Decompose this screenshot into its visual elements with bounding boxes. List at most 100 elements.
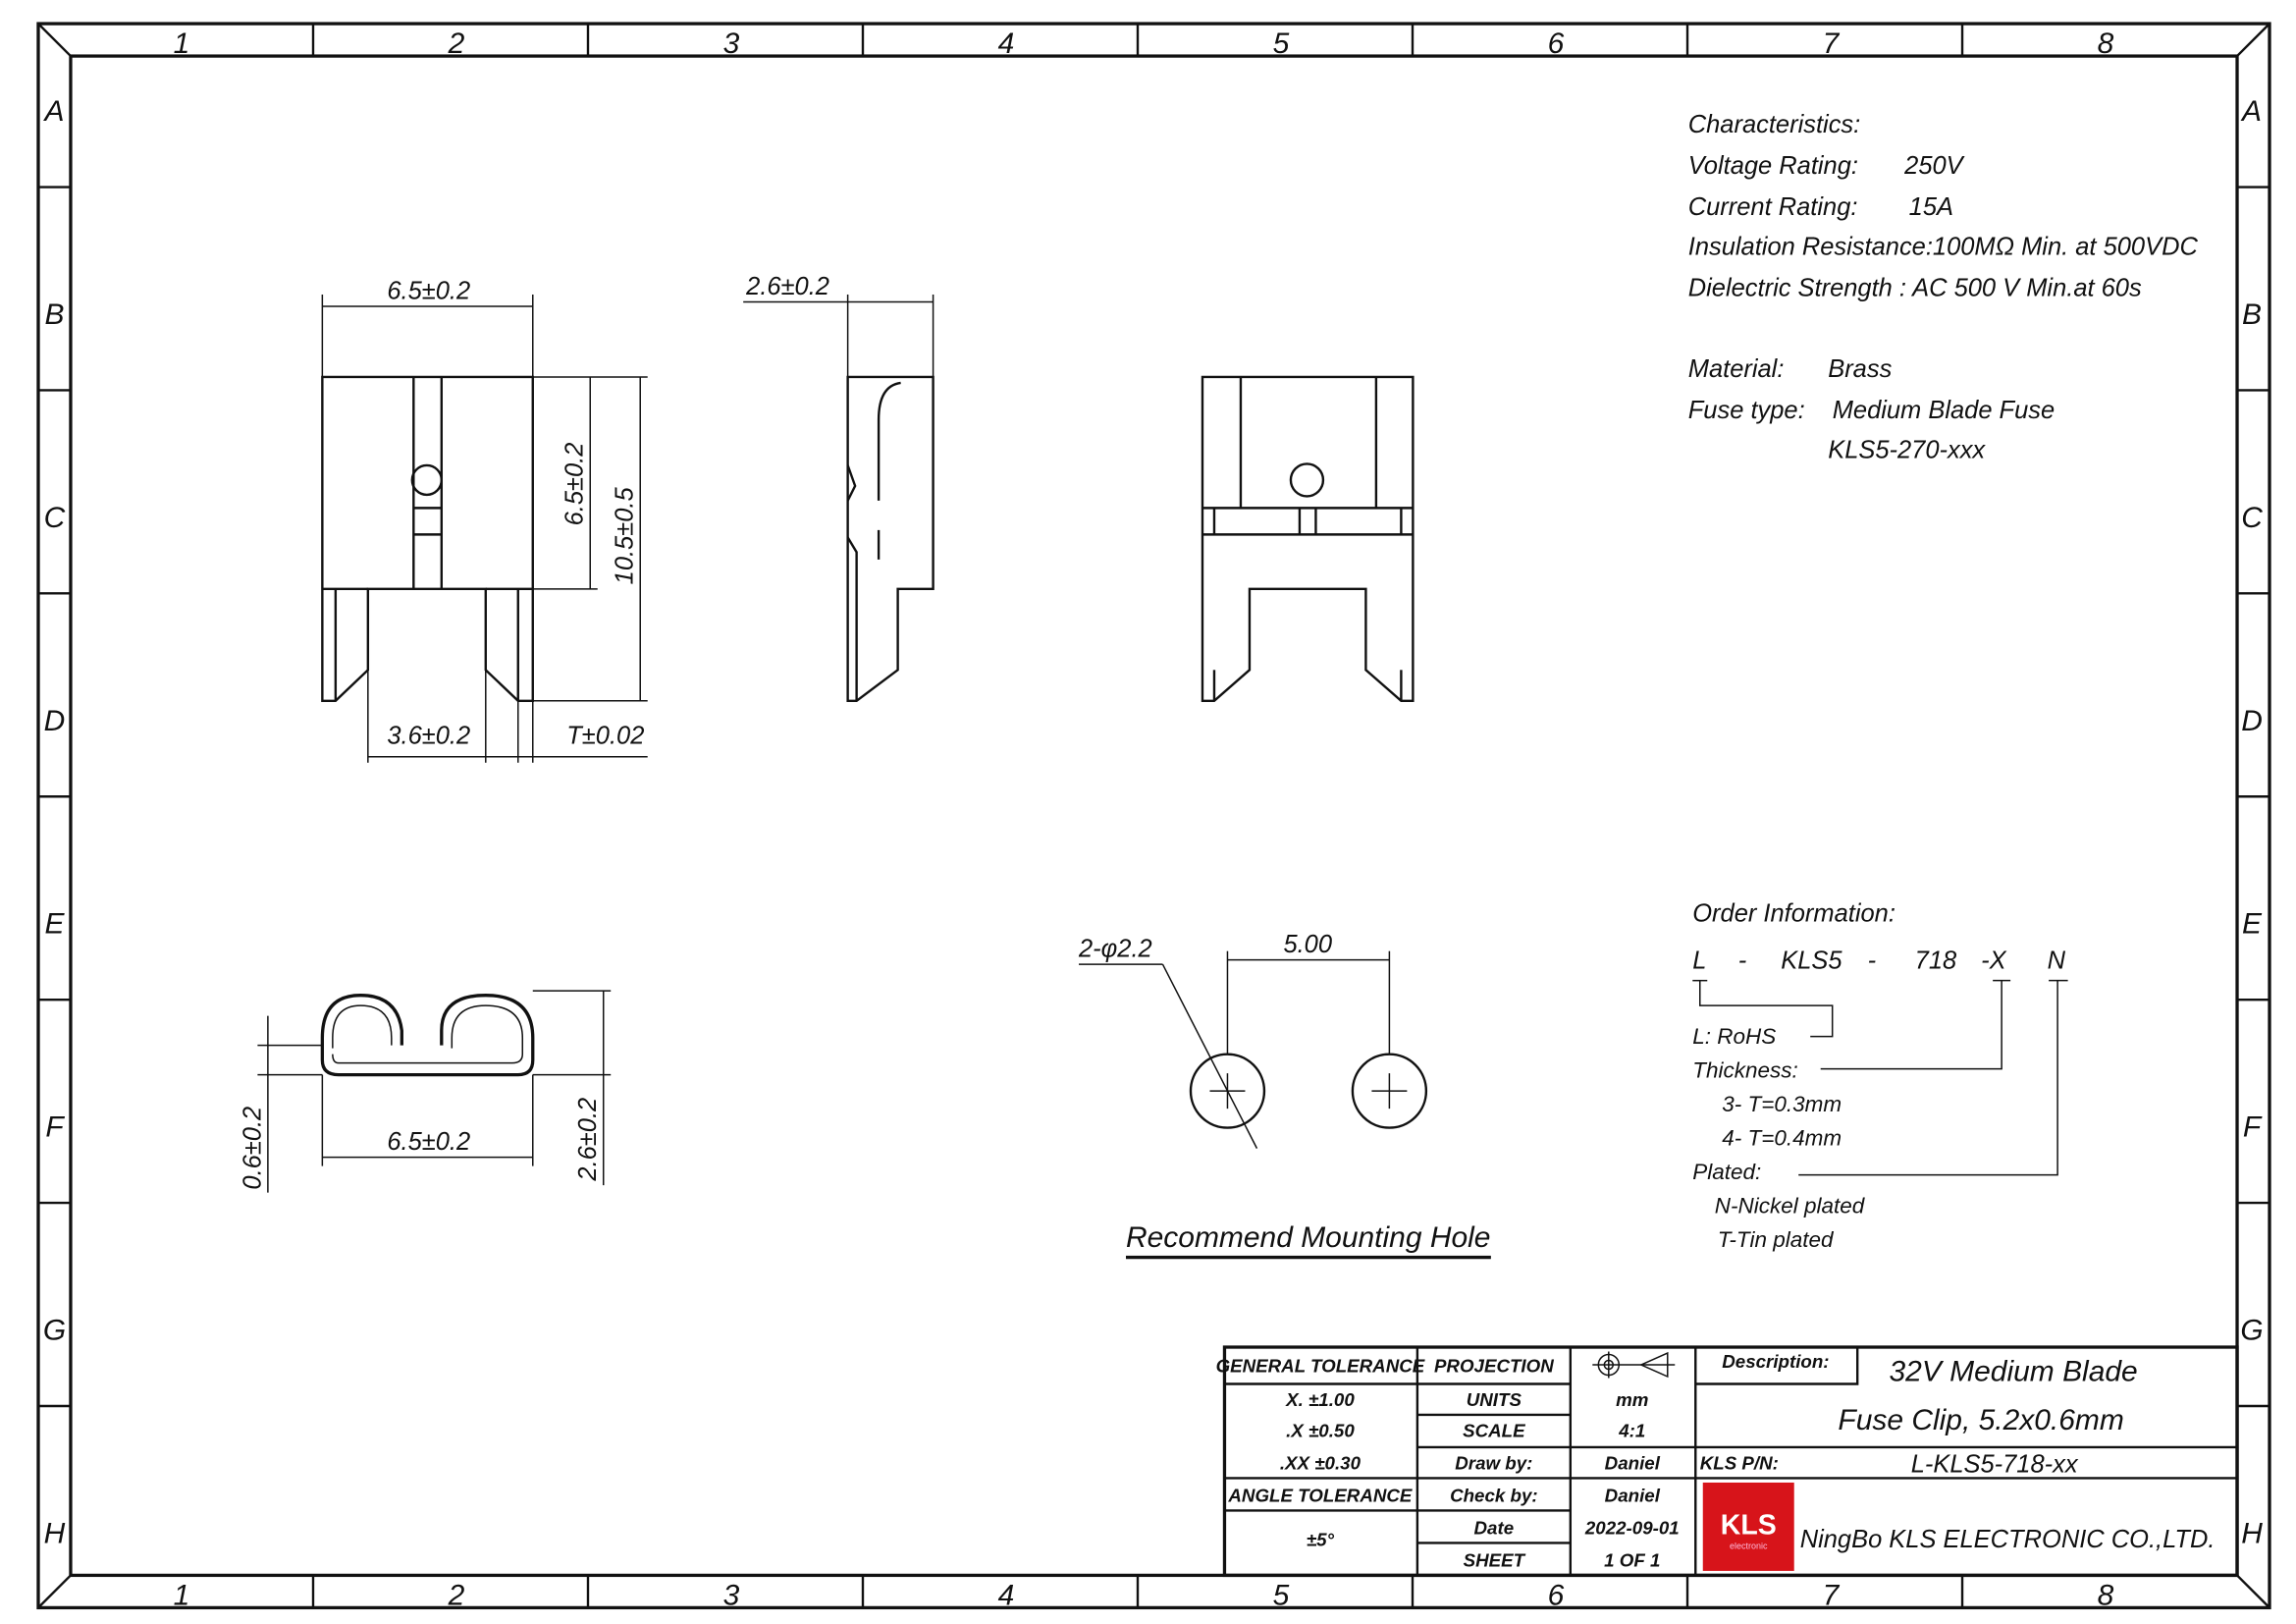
- pn-label: KLS P/N:: [1700, 1452, 1779, 1473]
- column-label: 4: [998, 27, 1015, 60]
- characteristics: Characteristics: Voltage Rating: 250V Cu…: [1688, 111, 2199, 463]
- description-line-2: Fuse Clip, 5.2x0.6mm: [1838, 1404, 2123, 1436]
- row-label: F: [45, 1111, 65, 1144]
- column-label: 1: [174, 1579, 190, 1611]
- column-label: 3: [723, 27, 740, 60]
- date-value: 2022-09-01: [1584, 1517, 1680, 1538]
- code-part: 718: [1915, 947, 1957, 975]
- column-label: 6: [1548, 1579, 1565, 1611]
- code-part: -: [1738, 947, 1746, 975]
- draw-by-label: Draw by:: [1455, 1452, 1532, 1473]
- code-part: N: [2048, 947, 2066, 975]
- column-label: 5: [1273, 27, 1290, 60]
- insulation-resistance: Insulation Resistance:100MΩ Min. at 500V…: [1688, 233, 2199, 260]
- row-label: D: [2241, 705, 2263, 737]
- characteristics-heading: Characteristics:: [1688, 111, 1861, 138]
- back-view: [1201, 375, 1415, 702]
- dim-hole-spacing: 5.00: [1283, 931, 1332, 958]
- row-label: C: [44, 502, 66, 534]
- date-label: Date: [1474, 1517, 1515, 1538]
- dim-side-width: 2.6±0.2: [745, 273, 829, 300]
- fuse-type-label: Fuse type:: [1688, 397, 1805, 424]
- scale-value: 4:1: [1618, 1420, 1645, 1440]
- row-label: D: [44, 705, 66, 737]
- column-label: 2: [448, 1579, 465, 1611]
- code-part: L: [1692, 947, 1706, 975]
- dim-front-width: 6.5±0.2: [387, 277, 470, 304]
- dielectric-strength: Dielectric Strength : AC 500 V Min.at 60…: [1688, 274, 2142, 301]
- kls-logo: KLS electronic: [1702, 1482, 1794, 1571]
- code-part: -: [1868, 947, 1876, 975]
- dim-thickness: T±0.02: [566, 722, 644, 749]
- row-label: B: [2242, 298, 2262, 331]
- side-view: 2.6±0.2: [743, 273, 934, 702]
- title-block: GENERAL TOLERANCE X. ±1.00 .X ±0.50 .XX …: [1216, 1345, 2239, 1578]
- dim-hole-diameter: 2-φ2.2: [1078, 936, 1152, 963]
- dim-leg-spacing: 3.6±0.2: [387, 722, 470, 749]
- description-line-1: 32V Medium Blade: [1890, 1356, 2138, 1388]
- angle-tolerance-value: ±5°: [1307, 1529, 1335, 1549]
- row-label: A: [42, 95, 64, 128]
- general-tolerance-label: GENERAL TOLERANCE: [1216, 1356, 1425, 1377]
- row-label: C: [2241, 502, 2263, 534]
- tolerance-x2: .XX ±0.30: [1280, 1452, 1362, 1473]
- code-part: -X: [1981, 947, 2006, 975]
- order-info-heading: Order Information:: [1692, 900, 1896, 928]
- thickness-option: 4- T=0.4mm: [1722, 1126, 1842, 1151]
- projection-symbol-icon: [1592, 1351, 1676, 1379]
- units-value: mm: [1616, 1389, 1648, 1410]
- front-view: 6.5±0.2 6.5±0.2 10.5±0.5 3.6±0.2 T±0.02: [321, 277, 648, 763]
- rohs-label: L: RoHS: [1692, 1024, 1776, 1049]
- tolerance-x: X. ±1.00: [1285, 1389, 1355, 1410]
- column-label: 7: [1823, 27, 1841, 60]
- column-label: 4: [998, 1579, 1015, 1611]
- code-part: KLS5: [1781, 947, 1842, 975]
- column-label: 5: [1273, 1579, 1290, 1611]
- sheet-label: SHEET: [1464, 1549, 1526, 1570]
- row-label: A: [2240, 95, 2262, 128]
- description-label: Description:: [1722, 1351, 1829, 1372]
- plated-option: T-Tin plated: [1718, 1227, 1835, 1252]
- row-label: B: [44, 298, 64, 331]
- column-label: 8: [2098, 1579, 2114, 1611]
- sheet-value: 1 OF 1: [1604, 1549, 1660, 1570]
- logo-text: KLS: [1721, 1509, 1777, 1541]
- drawing-frame: [36, 22, 2271, 1610]
- material-value: Brass: [1828, 355, 1892, 383]
- column-label: 7: [1823, 1579, 1841, 1611]
- current-value: 15A: [1909, 193, 1953, 221]
- units-label: UNITS: [1467, 1389, 1522, 1410]
- plated-option: N-Nickel plated: [1715, 1194, 1866, 1218]
- column-label: 1: [174, 27, 190, 60]
- section-view: 6.5±0.2 0.6±0.2 2.6±0.2: [239, 990, 612, 1193]
- voltage-value: 250V: [1903, 152, 1964, 180]
- tolerance-x1: .X ±0.50: [1286, 1420, 1355, 1440]
- mounting-hole-title: Recommend Mounting Hole: [1126, 1221, 1490, 1254]
- angle-tolerance-label: ANGLE TOLERANCE: [1227, 1485, 1413, 1505]
- company-name: NingBo KLS ELECTRONIC CO.,LTD.: [1800, 1526, 2216, 1553]
- column-label: 2: [448, 27, 465, 60]
- draw-by-value: Daniel: [1605, 1452, 1661, 1473]
- pn-value: L-KLS5-718-xx: [1911, 1450, 2079, 1478]
- row-label: H: [44, 1517, 66, 1549]
- fuse-type-part: KLS5-270-xxx: [1828, 436, 1986, 463]
- voltage-label: Voltage Rating:: [1688, 152, 1858, 180]
- scale-label: SCALE: [1463, 1420, 1525, 1440]
- thickness-label: Thickness:: [1692, 1058, 1797, 1083]
- material-label: Material:: [1688, 355, 1785, 383]
- row-label: F: [2243, 1111, 2263, 1144]
- current-label: Current Rating:: [1688, 193, 1858, 221]
- thickness-option: 3- T=0.3mm: [1722, 1092, 1842, 1116]
- dim-front-body-height: 6.5±0.2: [561, 443, 589, 526]
- projection-label: PROJECTION: [1434, 1356, 1554, 1377]
- check-by-label: Check by:: [1450, 1485, 1538, 1505]
- order-information: Order Information: L - KLS5 - 718 -X N L…: [1692, 900, 2068, 1252]
- row-label: E: [44, 908, 65, 941]
- dim-section-gap: 0.6±0.2: [239, 1107, 266, 1190]
- plated-label: Plated:: [1692, 1160, 1761, 1184]
- column-label: 8: [2098, 27, 2114, 60]
- fuse-type-value: Medium Blade Fuse: [1833, 397, 2056, 424]
- check-by-value: Daniel: [1605, 1485, 1661, 1505]
- logo-subtext: electronic: [1730, 1541, 1768, 1550]
